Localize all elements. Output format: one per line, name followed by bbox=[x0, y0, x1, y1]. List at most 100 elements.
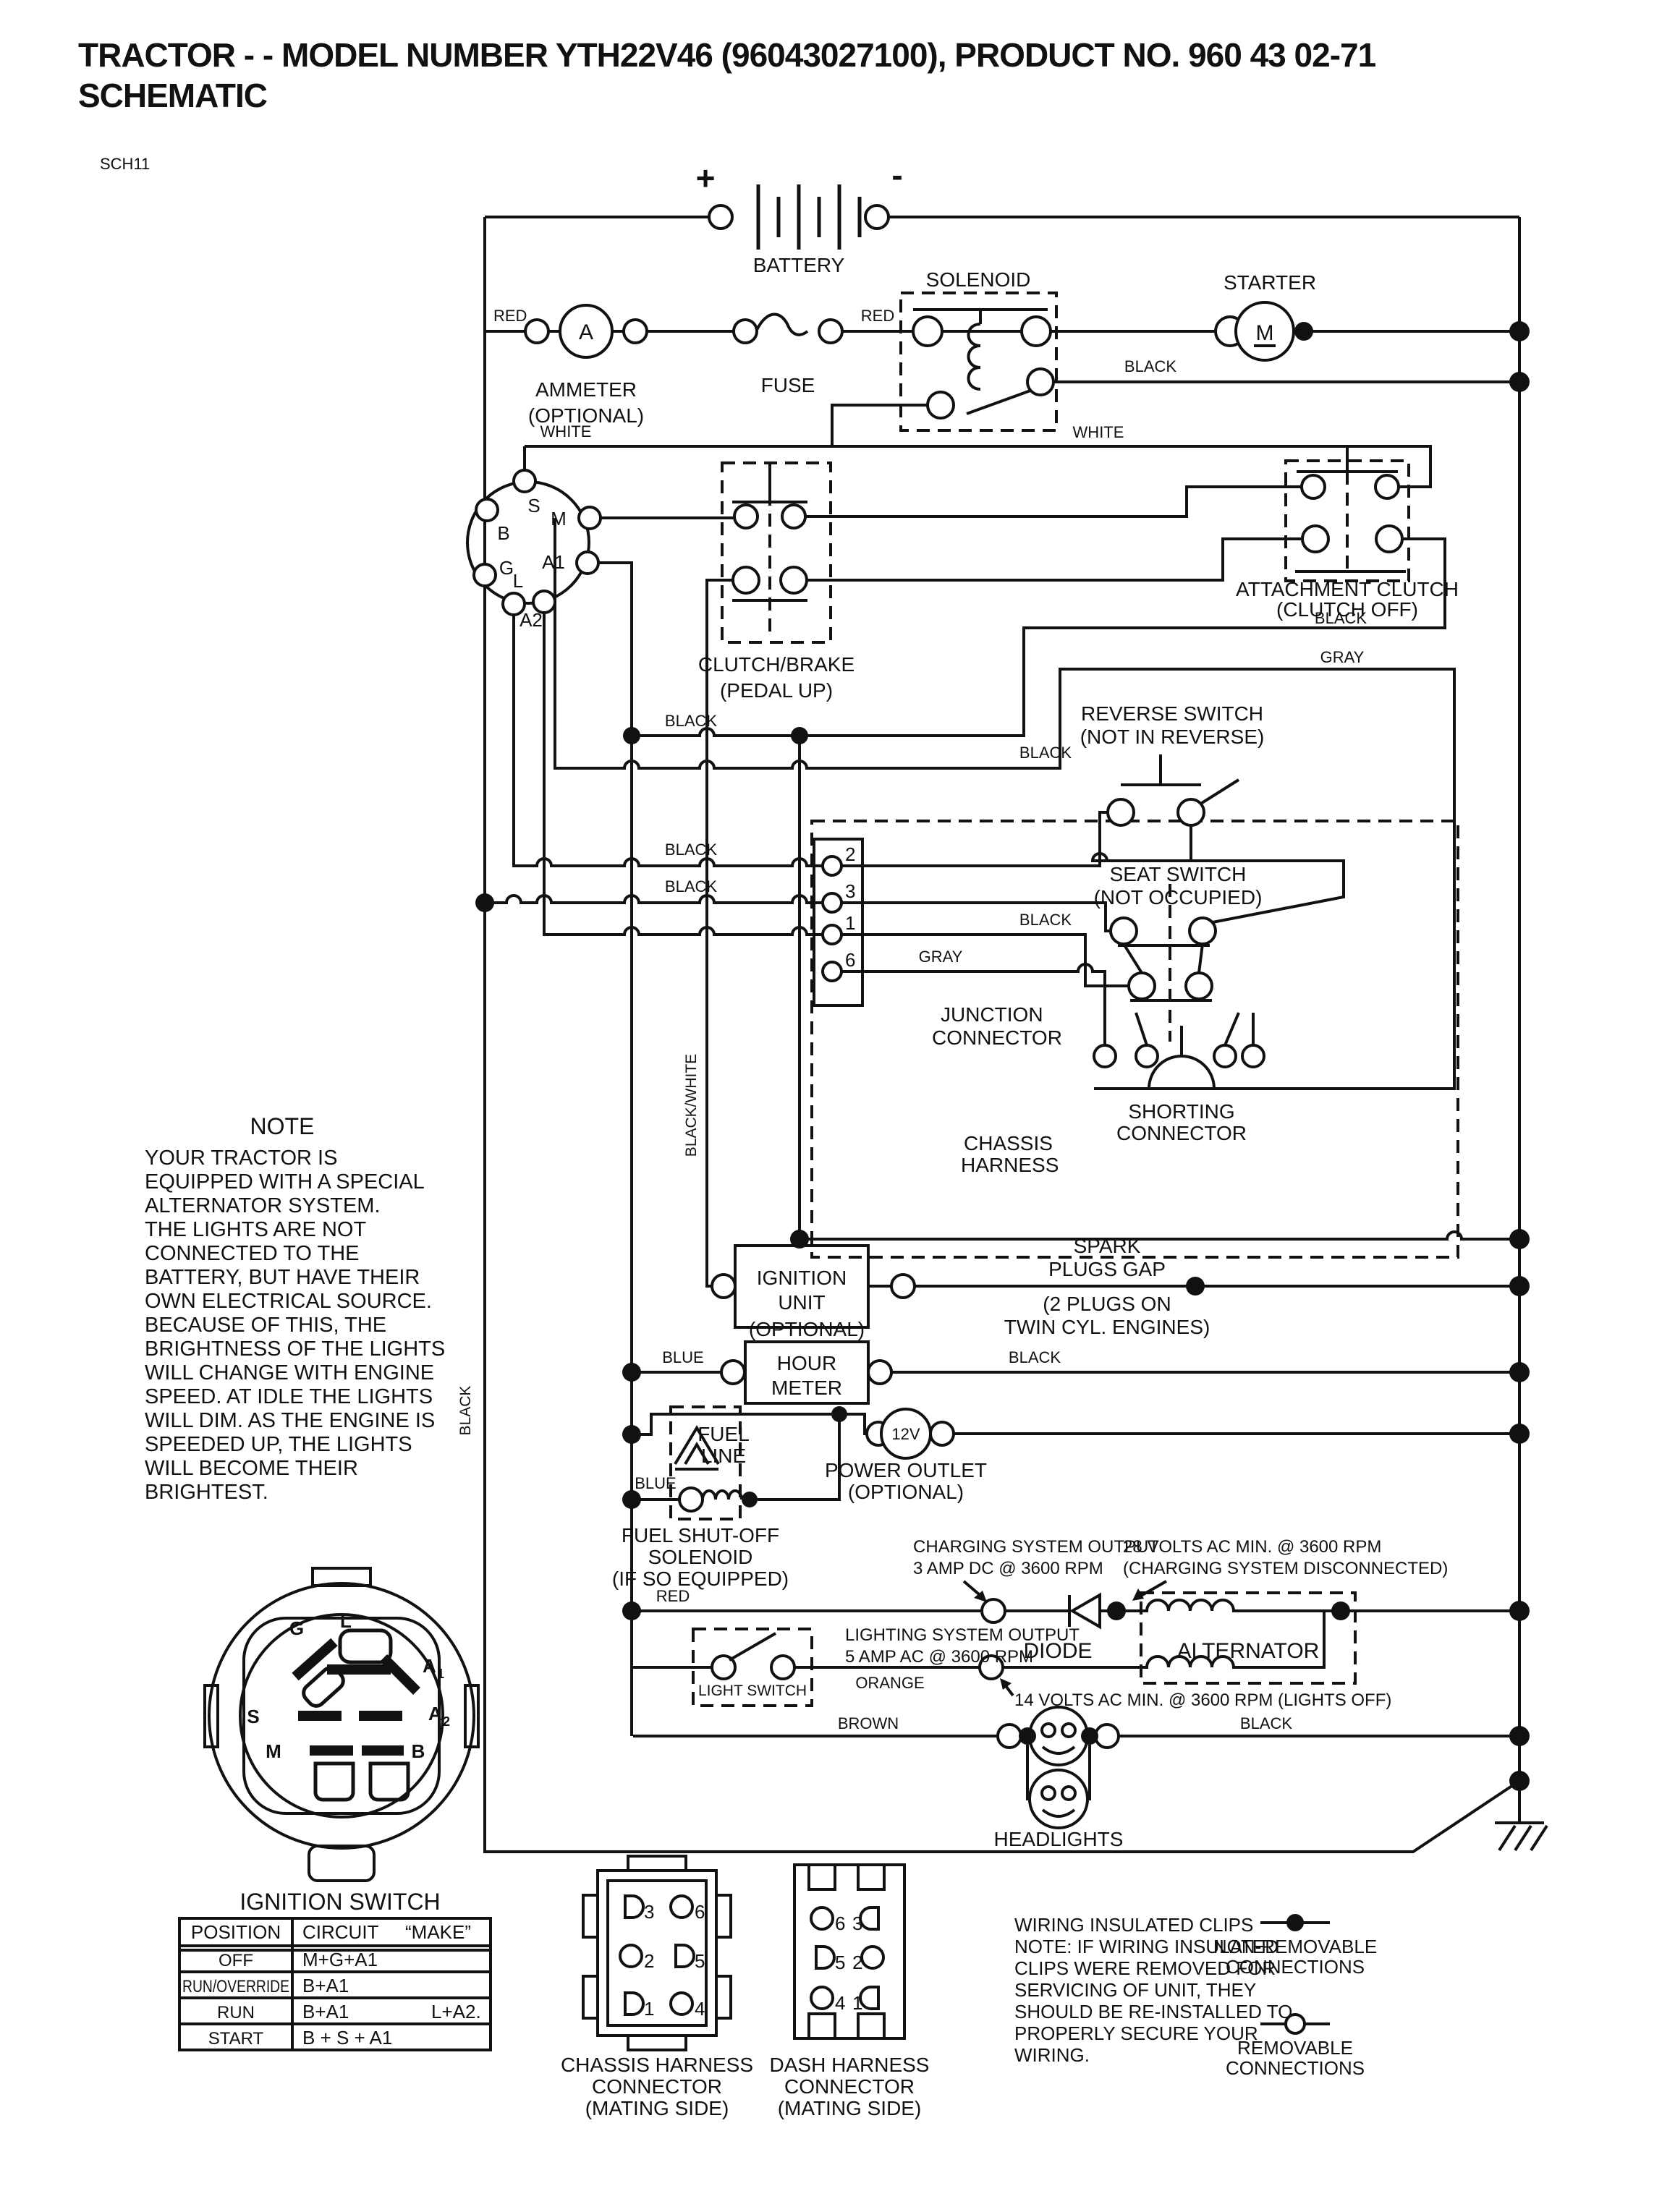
key-terminal-m: M bbox=[266, 1740, 281, 1762]
wire-color-labels: RED RED BLACK WHITE WHITE BLACK GRAY BLA… bbox=[457, 307, 1367, 1732]
ignition-terminal-a1-label: A1 bbox=[542, 551, 565, 573]
key-slot-foot-left bbox=[313, 1761, 355, 1802]
solenoid-terminal-left bbox=[912, 315, 943, 347]
clips-note-line: SHOULD BE RE-INSTALLED TO bbox=[1014, 2001, 1292, 2022]
reverse-switch-contact-right bbox=[1176, 798, 1205, 827]
junction-pin-3 bbox=[821, 892, 843, 914]
chassis-pin-shape-d5 bbox=[674, 1944, 695, 1968]
spark-plugs-label-3: (2 PLUGS ON bbox=[1043, 1293, 1171, 1315]
volts14-arrow-head bbox=[1000, 1678, 1012, 1690]
wire-orange-row bbox=[794, 1611, 1326, 1669]
lighting-annotation-1: LIGHTING SYSTEM OUTPUT bbox=[845, 1625, 1080, 1645]
chassis-pin-number: 4 bbox=[695, 1998, 705, 2020]
ignition-terminal-l bbox=[501, 592, 526, 616]
alternator-group: DIODE ALTERNATOR bbox=[978, 1598, 1319, 1680]
chassis-connector-tab-r1 bbox=[715, 1894, 732, 1939]
ignition-switch-left-tab bbox=[203, 1684, 219, 1748]
ammeter-terminal-left bbox=[524, 318, 550, 344]
lighting-output-terminal bbox=[978, 1654, 1004, 1680]
ignition-switch-top-tab bbox=[311, 1567, 372, 1587]
removable-symbol-circle bbox=[1284, 2013, 1306, 2035]
headlights: HEADLIGHTS bbox=[994, 1706, 1123, 1850]
solenoid-symbol: SOLENOID bbox=[912, 268, 1055, 420]
note-heading: NOTE bbox=[250, 1113, 315, 1139]
volts14-annotation: 14 VOLTS AC MIN. @ 3600 RPM (LIGHTS OFF) bbox=[1014, 1690, 1391, 1710]
dot-bus-hour bbox=[1509, 1362, 1530, 1382]
note-line: THE LIGHTS ARE NOT bbox=[145, 1218, 366, 1241]
chassis-pin-number: 5 bbox=[695, 1950, 705, 1972]
ignition-switch-label: IGNITION SWITCH bbox=[239, 1889, 440, 1915]
headlight-bulb2-filament bbox=[1041, 1808, 1076, 1818]
table-cell-make2: L+A2. bbox=[431, 2001, 481, 2022]
junction-pin3-number: 3 bbox=[845, 880, 855, 902]
ignition-switch-inner-ring bbox=[239, 1613, 444, 1818]
key-slot-bar-g bbox=[292, 1638, 338, 1681]
reverse-switch-contact-left bbox=[1106, 798, 1135, 827]
chassis-pin-shape-o4 bbox=[669, 1991, 694, 2016]
label-black-pin2: BLACK bbox=[665, 841, 717, 859]
ignition-switch-square-face bbox=[242, 1617, 441, 1815]
fuel-shutoff-label-2: SOLENOID bbox=[648, 1546, 753, 1568]
wire-pin3-row bbox=[485, 894, 823, 904]
dot-midbus-fuel bbox=[622, 1490, 641, 1509]
light-switch-contact-right bbox=[770, 1654, 796, 1680]
dot-diode-out bbox=[1107, 1601, 1126, 1620]
key-terminal-s: S bbox=[247, 1706, 259, 1727]
fuel-shutoff-label-3: (IF SO EQUIPPED) bbox=[612, 1567, 789, 1590]
chassis-connector-tab-r2 bbox=[715, 1975, 732, 2020]
dash-pin-number: 5 bbox=[835, 1952, 845, 1973]
dash-pin-shape-o4 bbox=[810, 1986, 834, 2010]
dash-connector-notch-t1 bbox=[807, 1863, 836, 1891]
alternator-box bbox=[1140, 1591, 1357, 1685]
shorting-connector-label-2: CONNECTOR bbox=[1116, 1122, 1247, 1144]
fuel-shutoff-label-1: FUEL SHUT-OFF bbox=[622, 1524, 779, 1547]
ignition-unit-label-2: UNIT bbox=[778, 1291, 825, 1314]
dot-starter bbox=[1294, 322, 1313, 341]
junction-pin1-number: 1 bbox=[845, 912, 855, 934]
wire-white-row bbox=[523, 445, 1432, 488]
volts28-annotation-2: (CHARGING SYSTEM DISCONNECTED) bbox=[1123, 1559, 1448, 1578]
power-outlet-label-2: (OPTIONAL) bbox=[848, 1481, 964, 1503]
non-removable-label-2: CONNECTIONS bbox=[1226, 1956, 1365, 1978]
page-title: TRACTOR - - MODEL NUMBER YTH22V46 (96043… bbox=[78, 36, 1376, 74]
power-outlet-terminal-right bbox=[929, 1421, 955, 1447]
note-line: CONNECTED TO THE bbox=[145, 1242, 360, 1265]
hour-meter-terminal-left bbox=[720, 1359, 746, 1385]
ignition-terminal-s bbox=[512, 469, 537, 493]
junction-connector-label-1: JUNCTION bbox=[941, 1003, 1043, 1026]
clips-note-line: NOTE: IF WIRING INSULATED bbox=[1014, 1936, 1278, 1957]
chassis-connector-tab-l2 bbox=[582, 1975, 599, 2020]
wire-clutch-links bbox=[805, 485, 1302, 582]
ignition-terminal-g-label: G bbox=[499, 557, 514, 579]
table-grid bbox=[179, 1918, 491, 2050]
attachment-clutch-state-label: (CLUTCH OFF) bbox=[1276, 598, 1418, 621]
dash-connector-label-1: DASH HARNESS bbox=[770, 2054, 930, 2076]
table-header-circuit: CIRCUIT bbox=[302, 1921, 379, 1943]
dash-pin-shape-o6 bbox=[810, 1906, 834, 1931]
chassis-harness-label-2: HARNESS bbox=[961, 1154, 1059, 1176]
label-white-right: WHITE bbox=[1073, 423, 1124, 441]
table-row: START B + S + A1 bbox=[208, 2027, 393, 2049]
wire-ignition-row-feed bbox=[798, 736, 1519, 1241]
reverse-switch: REVERSE SWITCH (NOT IN REVERSE) bbox=[1080, 702, 1264, 827]
dot-headlight-right bbox=[1081, 1727, 1098, 1745]
starter-motor-letter: M bbox=[1256, 321, 1274, 345]
dash-pin-shape-d1 bbox=[859, 1986, 880, 2010]
junction-pin6-number: 6 bbox=[845, 949, 855, 971]
hour-meter-label-1: HOUR bbox=[777, 1352, 836, 1374]
dash-pin-shape-d3 bbox=[859, 1906, 880, 1931]
ignition-terminal-b-label: B bbox=[497, 522, 509, 544]
diode-label: DIODE bbox=[1023, 1639, 1092, 1663]
table-cell-position: OFF bbox=[219, 1951, 253, 1970]
ammeter-optional-label: (OPTIONAL) bbox=[528, 404, 644, 427]
wire-row-a bbox=[632, 537, 1446, 737]
fuse-label: FUSE bbox=[761, 374, 815, 396]
power-outlet: 12V POWER OUTLET (OPTIONAL) bbox=[825, 1408, 987, 1503]
label-red-charging: RED bbox=[656, 1587, 690, 1605]
dot-fuel-12v bbox=[831, 1406, 847, 1422]
label-black-solenoid: BLACK bbox=[1124, 357, 1176, 375]
ammeter-terminal-right bbox=[622, 318, 648, 344]
light-switch: LIGHT SWITCH bbox=[698, 1632, 807, 1699]
